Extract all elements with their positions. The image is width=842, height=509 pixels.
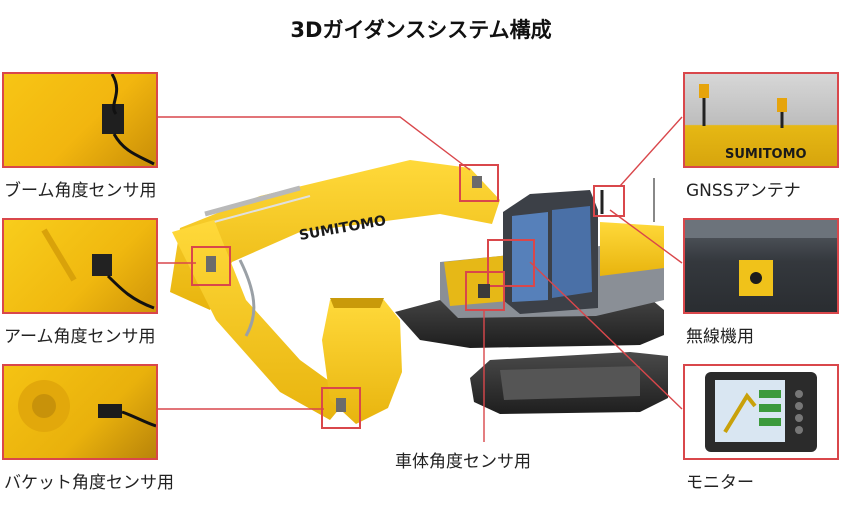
bucket-sensor-photo [2,364,158,460]
sensor-icon [18,380,156,432]
monitor-photo [683,364,839,460]
gnss-antenna-photo: SUMITOMO [683,72,839,168]
excavator-cab [503,190,598,314]
monitor-highlight [487,239,535,287]
boom-leader-line [156,116,471,171]
boom-sensor-label: ブーム角度センサ用 [4,181,157,201]
sensor-icon [41,228,155,310]
bucket-sensor-highlight [321,387,361,429]
radio-leader-line [609,209,683,264]
arm-sensor-photo [2,218,158,314]
gnss-antenna-label: GNSSアンテナ [686,181,801,201]
antenna-icon: SUMITOMO [699,84,807,162]
radio-label: 無線機用 [686,327,754,347]
radio-icon [685,220,837,296]
body-sensor-label: 車体角度センサ用 [395,452,531,472]
monitor-icon [705,372,817,452]
arm-top-sensor-highlight [459,164,499,202]
page-title: 3Dガイダンスシステム構成 [290,18,552,42]
boom-sensor-highlight [191,246,231,286]
excavator-body [440,222,664,318]
gnss-antenna-highlight [593,185,625,217]
excavator-arm [172,220,350,420]
gnss-leader-line [619,116,683,187]
sensor-icon [102,74,155,166]
monitor-leader-line [529,261,683,410]
excavator-bucket [322,298,402,424]
boom-sensor-photo [2,72,158,168]
radio-photo [683,218,839,314]
monitor-label: モニター [686,473,754,493]
bucket-sensor-label: バケット角度センサ用 [4,473,174,493]
body-sensor-highlight [465,271,505,311]
brand-logo: SUMITOMO [725,147,807,162]
arm-sensor-label: アーム角度センサ用 [4,327,156,347]
